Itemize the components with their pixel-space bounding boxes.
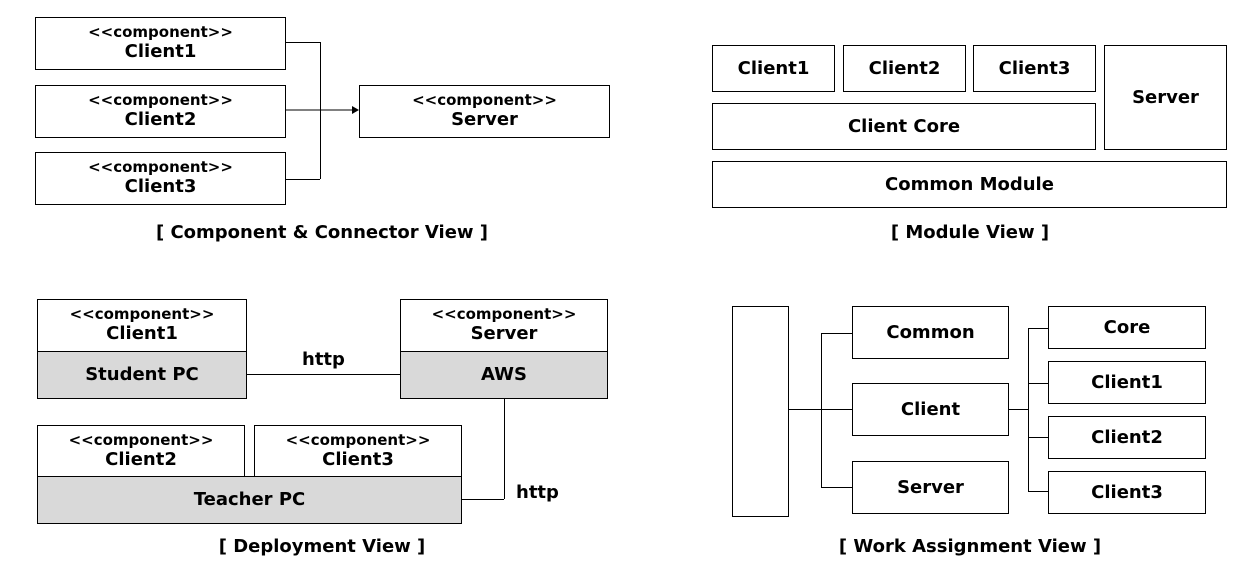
node-name: Teacher PC (193, 489, 306, 510)
stereotype-label: <<component>> (68, 430, 214, 449)
dv-aws-node: AWS (400, 351, 608, 399)
mv-client-core-module: Client Core (712, 103, 1096, 150)
wa-server-box: Server (852, 461, 1009, 514)
cc-server-component: <<component>> Server (359, 85, 610, 138)
dv-client1-component: <<component>> Client1 (37, 299, 247, 352)
wa-root-connector (789, 409, 852, 410)
component-name: Client1 (106, 323, 178, 344)
module-name: Server (1132, 86, 1199, 108)
stereotype-label: <<component>> (69, 305, 215, 323)
cc-connector-client1 (286, 42, 320, 43)
dv-http-label: http (302, 349, 345, 370)
stereotype-label: <<component>> (412, 91, 557, 109)
dv-server-component: <<component>> Server (400, 299, 608, 352)
work-unit-name: Server (897, 476, 964, 498)
wa-connector-client1 (1028, 383, 1048, 384)
module-name: Client Core (847, 115, 961, 137)
mv-server-module: Server (1104, 45, 1227, 150)
mv-client1-module: Client1 (712, 45, 835, 92)
stereotype-label: <<component>> (88, 91, 233, 109)
work-assignment-view-caption: [ Work Assignment View ] (838, 536, 1102, 557)
module-name: Client3 (998, 57, 1071, 79)
work-unit-name: Client2 (1091, 426, 1163, 448)
component-name: Server (451, 109, 518, 130)
work-unit-name: Client1 (1091, 371, 1163, 393)
cc-client2-component: <<component>> Client2 (35, 85, 286, 138)
component-name: Client3 (124, 176, 197, 197)
wa-root-box (732, 306, 789, 517)
wa-core-box: Core (1048, 306, 1206, 349)
dv-teacher-pc-node: Teacher PC (37, 476, 462, 524)
wa-connector-client3 (1028, 491, 1048, 492)
dv-link-aws-teacher-horizontal (462, 499, 504, 500)
work-unit-name: Common (886, 321, 975, 343)
component-name: Client2 (105, 448, 177, 470)
node-name: Student PC (85, 364, 199, 385)
work-unit-name: Core (1103, 316, 1151, 338)
stereotype-label: <<component>> (88, 158, 233, 176)
wa-common-box: Common (852, 306, 1009, 359)
wa-client2-box: Client2 (1048, 416, 1206, 459)
mv-client3-module: Client3 (973, 45, 1096, 92)
dv-client3-component: <<component>> Client3 (254, 425, 462, 477)
stereotype-label: <<component>> (285, 430, 431, 449)
dv-client2-component: <<component>> Client2 (37, 425, 245, 477)
dv-http-label: http (516, 482, 559, 503)
wa-sub-trunk (1028, 328, 1029, 491)
stereotype-label: <<component>> (88, 23, 233, 41)
cc-client3-component: <<component>> Client3 (35, 152, 286, 205)
cc-connector-arrow (286, 106, 359, 114)
cc-view-caption: [ Component & Connector View ] (155, 222, 489, 243)
dv-student-pc-node: Student PC (37, 351, 247, 399)
cc-connector-client3 (286, 179, 320, 180)
component-name: Client1 (124, 41, 197, 62)
node-name: AWS (481, 364, 527, 385)
module-name: Client1 (737, 57, 810, 79)
module-view-caption: [ Module View ] (890, 222, 1050, 243)
mv-common-module: Common Module (712, 161, 1227, 208)
dv-link-aws-teacher-vertical (504, 399, 505, 499)
wa-client1-box: Client1 (1048, 361, 1206, 404)
cc-client1-component: <<component>> Client1 (35, 17, 286, 70)
work-unit-name: Client (900, 398, 961, 420)
deployment-view-caption: [ Deployment View ] (218, 536, 426, 557)
module-name: Common Module (885, 173, 1054, 195)
wa-top-trunk (821, 333, 822, 487)
mv-client2-module: Client2 (843, 45, 966, 92)
wa-client-box: Client (852, 383, 1009, 436)
component-name: Server (470, 323, 538, 344)
component-name: Client2 (124, 109, 197, 130)
wa-client-connector (1009, 409, 1028, 410)
dv-link-student-aws (247, 374, 400, 375)
wa-connector-client2 (1028, 437, 1048, 438)
stereotype-label: <<component>> (431, 305, 577, 323)
wa-connector-server (821, 487, 852, 488)
wa-client3-box: Client3 (1048, 471, 1206, 514)
wa-connector-common (821, 333, 852, 334)
work-unit-name: Client3 (1091, 481, 1163, 503)
module-name: Client2 (868, 57, 941, 79)
component-name: Client3 (322, 448, 394, 470)
wa-connector-core (1028, 328, 1048, 329)
